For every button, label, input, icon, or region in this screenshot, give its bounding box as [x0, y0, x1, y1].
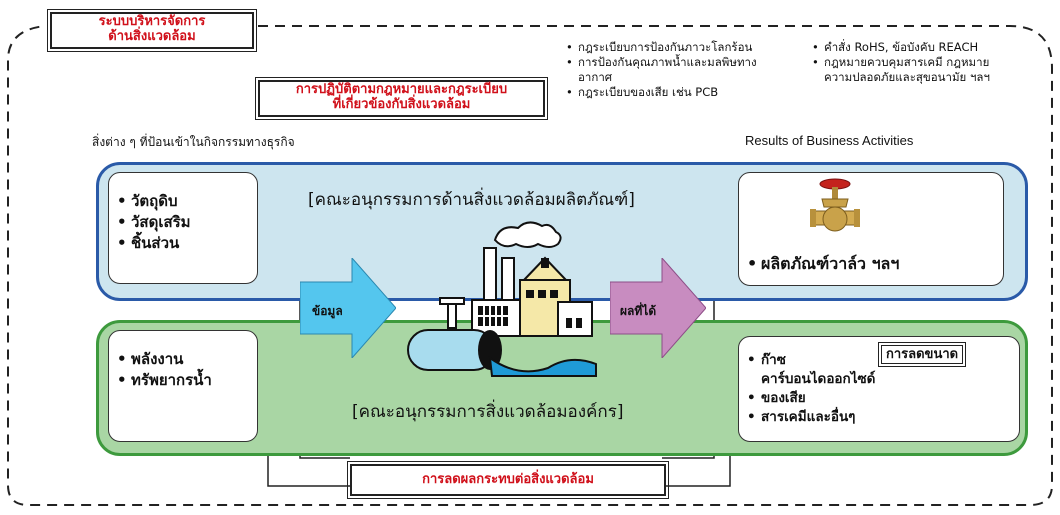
impact-reduction-title: การลดผลกระทบต่อสิ่งแวดล้อม	[347, 461, 669, 499]
input-materials-list: วัตถุดิบ วัสดุเสริม ชิ้นส่วน	[117, 191, 191, 254]
product-output-list: ผลิตภัณฑ์วาล์ว ฯลฯ	[747, 253, 899, 274]
regulations-right: คำสั่ง RoHS, ข้อบังคับ REACH กฎหมายควบคุ…	[812, 40, 1052, 85]
org-committee-label: [คณะอนุกรรมการสิ่งแวดล้อมองค์กร]	[352, 402, 624, 422]
input-resources-box: พลังงาน ทรัพยากรน้ำ	[108, 330, 258, 442]
product-output-box: ผลิตภัณฑ์วาล์ว ฯลฯ	[738, 172, 1004, 286]
arrow-out-label: ผลที่ได้	[620, 304, 657, 318]
emissions-box: การลดขนาด ก๊าซ คาร์บอนไดออกไซด์ ของเสีย …	[738, 336, 1020, 442]
reduction-label: การลดขนาด	[877, 342, 967, 367]
valve-icon	[810, 178, 860, 232]
arrow-in	[300, 258, 396, 358]
inputs-caption: สิ่งต่าง ๆ ที่ป้อนเข้าในกิจกรรมทางธุรกิจ	[92, 135, 295, 149]
system-title: ระบบบริหารจัดการ ด้านสิ่งแวดล้อม	[47, 9, 257, 52]
input-materials-box: วัตถุดิบ วัสดุเสริม ชิ้นส่วน	[108, 172, 258, 284]
compliance-title: การปฏิบัติตามกฎหมายและกฎระเบียบ ที่เกี่ย…	[255, 77, 548, 120]
product-committee-label: [คณะอนุกรรมการด้านสิ่งแวดล้อมผลิตภัณฑ์]	[308, 190, 635, 210]
arrow-in-label: ข้อมูล	[312, 304, 343, 318]
results-caption: Results of Business Activities	[745, 133, 914, 148]
factory-icon	[407, 221, 597, 377]
input-resources-list: พลังงาน ทรัพยากรน้ำ	[117, 349, 212, 391]
emissions-list: ก๊าซ คาร์บอนไดออกไซด์ ของเสีย สารเคมีและ…	[747, 351, 875, 427]
management-system-frame	[7, 25, 1053, 506]
arrow-out	[610, 258, 706, 358]
regulations-left: กฎระเบียบการป้องกันภาวะโลกร้อน การป้องกั…	[566, 40, 806, 100]
